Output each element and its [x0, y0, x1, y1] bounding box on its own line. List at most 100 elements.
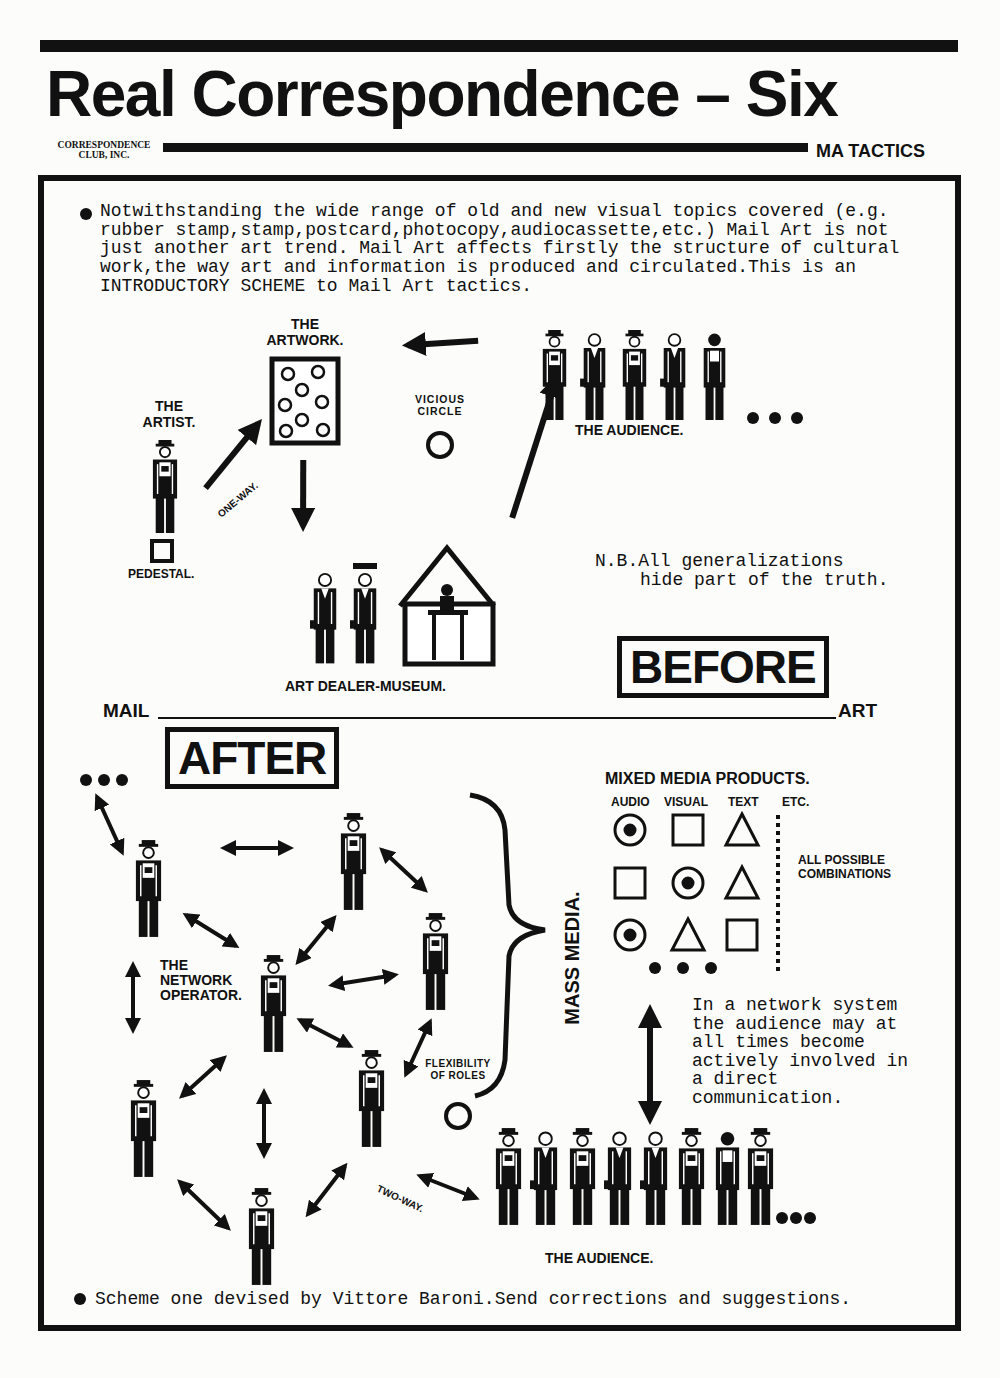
dealer-museum-picture — [310, 574, 336, 664]
flow-arrow — [300, 460, 306, 526]
artwork-picture — [296, 414, 308, 426]
network-arrows — [262, 1092, 266, 1155]
circle-node: FLEXIBILITY OF ROLES — [420, 1058, 496, 1130]
network-arrows — [332, 975, 395, 985]
after-box: AFTER — [165, 727, 339, 789]
mixed-media-grid — [673, 815, 703, 845]
node-text: FLEXIBILITY OF ROLES — [420, 1058, 496, 1082]
network-figures — [116, 774, 128, 786]
bottom-audience-figures — [604, 1132, 631, 1225]
dealer-museum-picture — [405, 604, 493, 664]
text-label: In a network system the audience may at … — [692, 996, 922, 1107]
bottom-audience-figures — [530, 1132, 557, 1225]
artwork-box: THE ARTWORK. — [262, 316, 348, 448]
bottom-audience-figures — [496, 1128, 521, 1225]
network-arrows — [186, 915, 236, 946]
bottom-audience-figures — [496, 1128, 816, 1225]
page-frame — [80, 208, 92, 220]
network-arrows — [182, 1058, 224, 1096]
page-frame — [41, 178, 958, 1328]
node-text: MIXED MEDIA PRODUCTS. — [605, 770, 840, 788]
network-arrows — [298, 918, 334, 962]
circle-outline — [428, 433, 452, 457]
dealer-museum-picture — [310, 548, 494, 664]
network-figures — [249, 1188, 274, 1285]
mixed-media-grid — [677, 962, 689, 974]
mixed-media-grid — [683, 878, 693, 888]
audience-group: THE AUDIENCE. — [530, 322, 810, 450]
network-figures — [98, 774, 110, 786]
network-operator-node: THE NETWORK OPERATOR. — [160, 958, 295, 1053]
dealer-museum-picture — [441, 584, 453, 596]
top-audience-figures — [704, 334, 726, 420]
artist-figure — [153, 440, 177, 533]
artwork-picture — [282, 368, 294, 380]
bottom-audience-figures — [790, 1212, 802, 1224]
mixed-media-panel: MIXED MEDIA PRODUCTS. — [605, 770, 840, 977]
mail-art-divider — [158, 717, 836, 719]
top-audience-figures — [623, 330, 646, 420]
before-box: BEFORE — [617, 636, 829, 698]
flow-arrow — [408, 341, 478, 345]
node-text: BEFORE — [630, 641, 816, 693]
network-figures — [341, 813, 366, 910]
page-title: Real Correspondence – Six — [46, 54, 837, 134]
bottom-audience-figures — [748, 1128, 773, 1225]
artwork-picture — [317, 424, 329, 436]
mixed-media-grid — [726, 867, 758, 898]
node-text: AFTER — [178, 732, 326, 784]
text-label: ETC. — [782, 795, 809, 809]
artist-figure-node: THE ARTIST. — [135, 398, 203, 535]
page-frame — [163, 143, 808, 152]
network-figures — [131, 1080, 156, 1177]
node-text: THE ARTIST. — [135, 398, 203, 430]
artwork-picture — [312, 366, 324, 378]
flow-arrow — [512, 379, 556, 518]
dealer-museum-picture — [440, 596, 454, 610]
node-text: THE AUDIENCE. — [575, 422, 775, 438]
top-audience-figures — [747, 412, 759, 424]
network-figures — [80, 774, 92, 786]
page-frame — [40, 40, 958, 1328]
mixed-media-grid — [615, 868, 645, 898]
page-frame — [74, 1293, 86, 1305]
network-arrows — [97, 797, 476, 1228]
mass-media-brace — [470, 795, 545, 1096]
text-label: N.B.All generalizations hide part of the… — [595, 552, 895, 590]
edge-label: ONE-WAY. — [216, 480, 261, 520]
bottom-audience-figures — [716, 1132, 739, 1225]
text-label: VISUAL — [664, 795, 708, 809]
artwork-picture — [280, 425, 292, 437]
network-figures — [359, 1050, 384, 1147]
artwork-picture — [279, 399, 291, 411]
bottom-audience-figures — [640, 1132, 667, 1225]
top-audience-figures — [543, 330, 803, 424]
dealer-museum-group: ART DEALER-MUSEUM. — [285, 540, 500, 700]
node-text: THE NETWORK OPERATOR. — [160, 958, 252, 1003]
node-text: THE ARTWORK. — [262, 316, 348, 348]
mixed-media-grid — [615, 920, 645, 950]
page-frame — [40, 40, 958, 52]
mass-media-brace — [470, 795, 545, 1096]
top-audience-figures — [580, 334, 605, 420]
mixed-media-grid — [625, 930, 635, 940]
dealer-museum-picture — [460, 614, 464, 660]
network-arrows — [224, 846, 290, 850]
bottom-audience-figures — [776, 1212, 788, 1224]
artwork-picture — [279, 366, 329, 437]
text-label: PEDESTAL. — [128, 567, 194, 581]
text-label: TEXT — [728, 795, 759, 809]
network-figures — [423, 913, 448, 1010]
network-arrows — [308, 1166, 345, 1214]
mixed-media-grid — [673, 868, 703, 898]
bottom-audience-figures — [679, 1128, 704, 1225]
circle-node: VICIOUS CIRCLE — [408, 393, 472, 463]
node-text: VICIOUS CIRCLE — [408, 393, 472, 417]
artwork-picture — [272, 359, 338, 443]
artist-figure — [152, 440, 177, 561]
text-label: CORRESPONDENCE CLUB, INC. — [48, 140, 160, 160]
artwork-picture — [316, 396, 328, 408]
top-audience-figures — [791, 412, 803, 424]
network-figures — [261, 955, 286, 1052]
